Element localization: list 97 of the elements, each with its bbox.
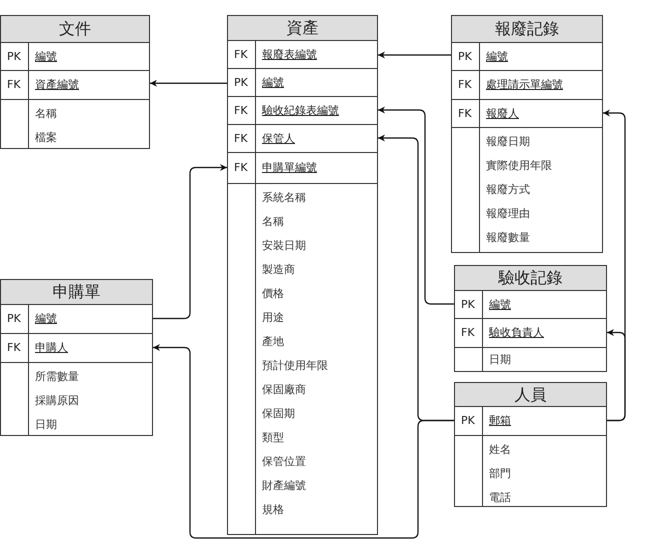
attribute-name: 報廢數量 <box>486 230 530 246</box>
attribute-name: 系統名稱 <box>262 190 306 206</box>
key-row <box>452 42 602 70</box>
attribute-name: 報廢日期 <box>486 134 530 150</box>
key-label: PK <box>458 49 472 65</box>
field-name: 處理請示單編號 <box>486 77 563 93</box>
arrow <box>150 80 227 87</box>
key-label: FK <box>234 131 248 147</box>
key-row <box>455 290 606 318</box>
key-row <box>455 406 606 435</box>
key-label: FK <box>7 77 21 93</box>
attribute-name: 財產編號 <box>262 478 306 494</box>
field-name: 驗收負責人 <box>489 325 544 341</box>
key-row <box>455 318 606 347</box>
field-name: 申購單編號 <box>262 160 317 176</box>
attribute-name: 報廢方式 <box>486 182 530 198</box>
field-name: 編號 <box>35 49 57 65</box>
key-row <box>228 68 377 96</box>
key-row <box>228 124 377 152</box>
attribute-name: 保固廠商 <box>262 382 306 398</box>
field-name: 郵箱 <box>489 413 511 429</box>
key-row <box>1 70 149 99</box>
attribute-name: 電話 <box>489 490 511 506</box>
entity-table <box>227 15 378 535</box>
attribute-name: 所需數量 <box>35 369 79 385</box>
field-name: 申購人 <box>35 340 68 356</box>
field-name: 報廢表編號 <box>262 47 317 63</box>
attribute-name: 價格 <box>262 286 284 302</box>
attribute-name: 保管位置 <box>262 454 306 470</box>
table-title: 申購單 <box>1 280 152 304</box>
key-label: PK <box>461 297 475 313</box>
attribute-list <box>455 435 606 507</box>
arrow <box>603 110 626 422</box>
field-name: 編號 <box>262 75 284 91</box>
attribute-name: 報廢理由 <box>486 206 530 222</box>
attribute-name: 預計使用年限 <box>262 358 328 374</box>
attribute-name: 採購原因 <box>35 393 79 409</box>
key-label: FK <box>458 106 472 122</box>
attribute-name: 實際使用年限 <box>486 158 552 174</box>
arrow <box>153 164 227 320</box>
entity-table <box>0 15 150 149</box>
attribute-list <box>452 127 602 253</box>
key-row <box>228 96 377 124</box>
table-title: 驗收記錄 <box>455 266 606 290</box>
attribute-name: 規格 <box>262 502 284 518</box>
key-label: PK <box>7 49 21 65</box>
attribute-name: 類型 <box>262 430 284 446</box>
field-name: 保管人 <box>262 131 295 147</box>
attribute-list <box>1 99 149 149</box>
attribute-name: 產地 <box>262 334 284 350</box>
key-label: FK <box>461 325 475 341</box>
attribute-name: 日期 <box>489 352 511 368</box>
key-label: FK <box>234 160 248 176</box>
attribute-name: 保固期 <box>262 406 295 422</box>
key-label: PK <box>234 75 248 91</box>
entity-table <box>0 279 153 436</box>
field-name: 資產編號 <box>35 77 79 93</box>
field-name: 編號 <box>486 49 508 65</box>
arrow <box>378 52 451 58</box>
key-row <box>228 40 377 68</box>
attribute-name: 安裝日期 <box>262 238 306 254</box>
field-name: 報廢人 <box>486 106 519 122</box>
attribute-name: 部門 <box>489 466 511 482</box>
arrow <box>378 106 454 305</box>
attribute-name: 姓名 <box>489 442 511 458</box>
key-label: FK <box>234 47 248 63</box>
table-title: 人員 <box>455 383 606 406</box>
field-name: 編號 <box>35 311 57 327</box>
key-label: FK <box>458 77 472 93</box>
attribute-name: 製造商 <box>262 262 295 278</box>
key-label: FK <box>7 340 21 356</box>
arrow <box>153 344 454 539</box>
key-row <box>1 333 152 362</box>
key-label: PK <box>461 413 475 429</box>
attribute-list <box>1 362 152 436</box>
table-title: 文件 <box>1 16 149 42</box>
key-row <box>1 42 149 70</box>
attribute-list <box>228 183 377 535</box>
entity-table <box>451 15 603 253</box>
key-row <box>228 152 377 183</box>
attribute-name: 名稱 <box>35 106 57 122</box>
key-label: FK <box>234 103 248 119</box>
key-row <box>452 70 602 99</box>
attribute-name: 名稱 <box>262 214 284 230</box>
key-row <box>1 304 152 333</box>
field-name: 驗收紀錄表編號 <box>262 103 339 119</box>
entity-table <box>454 265 607 372</box>
attribute-name: 用途 <box>262 310 284 326</box>
field-name: 編號 <box>489 297 511 313</box>
attribute-list <box>455 347 606 372</box>
table-title: 報廢記錄 <box>452 16 602 42</box>
key-row <box>452 99 602 127</box>
attribute-name: 檔案 <box>35 130 57 146</box>
table-title: 資產 <box>228 16 377 40</box>
attribute-name: 日期 <box>35 417 57 433</box>
key-label: PK <box>7 311 21 327</box>
entity-table <box>454 382 607 507</box>
